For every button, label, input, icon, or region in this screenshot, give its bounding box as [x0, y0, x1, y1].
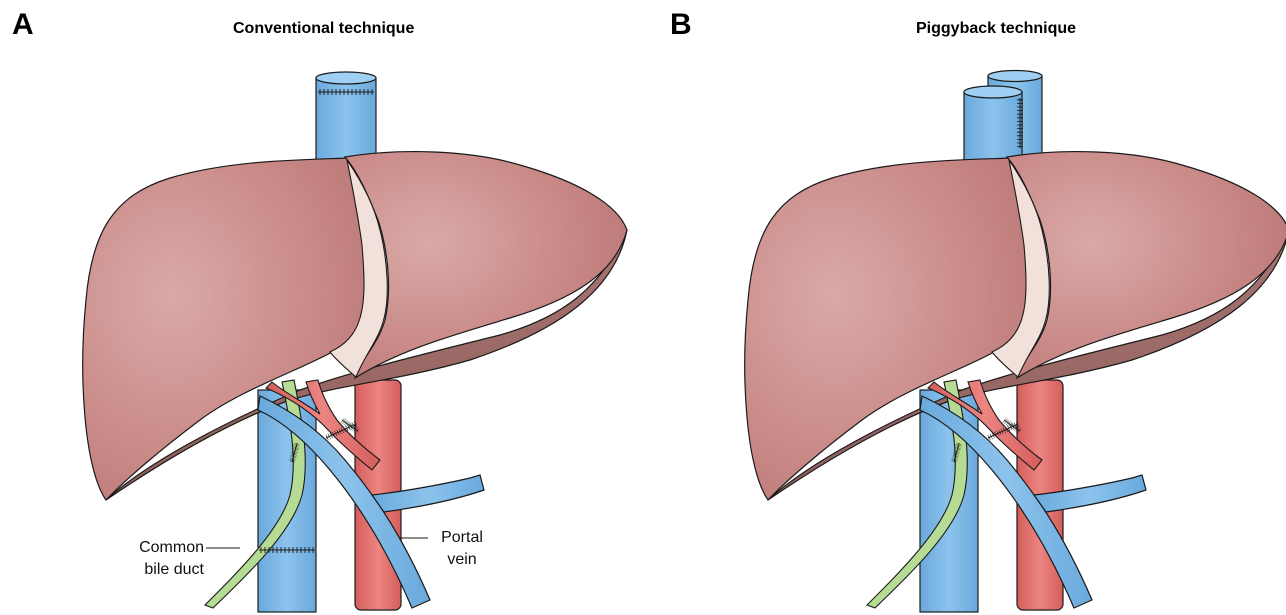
panel-b-illustration: [745, 71, 1286, 613]
label-bile-duct-line2: bile duct: [120, 559, 204, 581]
label-portal-line2: vein: [432, 549, 492, 571]
label-portal-vein: Portal vein: [432, 527, 492, 571]
panel-a-illustration: [83, 72, 627, 612]
label-bile-duct-line1: Common: [120, 537, 204, 559]
label-common-bile-duct: Common bile duct: [120, 537, 204, 581]
label-portal-line1: Portal: [432, 527, 492, 549]
liver-scene-b: [745, 152, 1286, 612]
